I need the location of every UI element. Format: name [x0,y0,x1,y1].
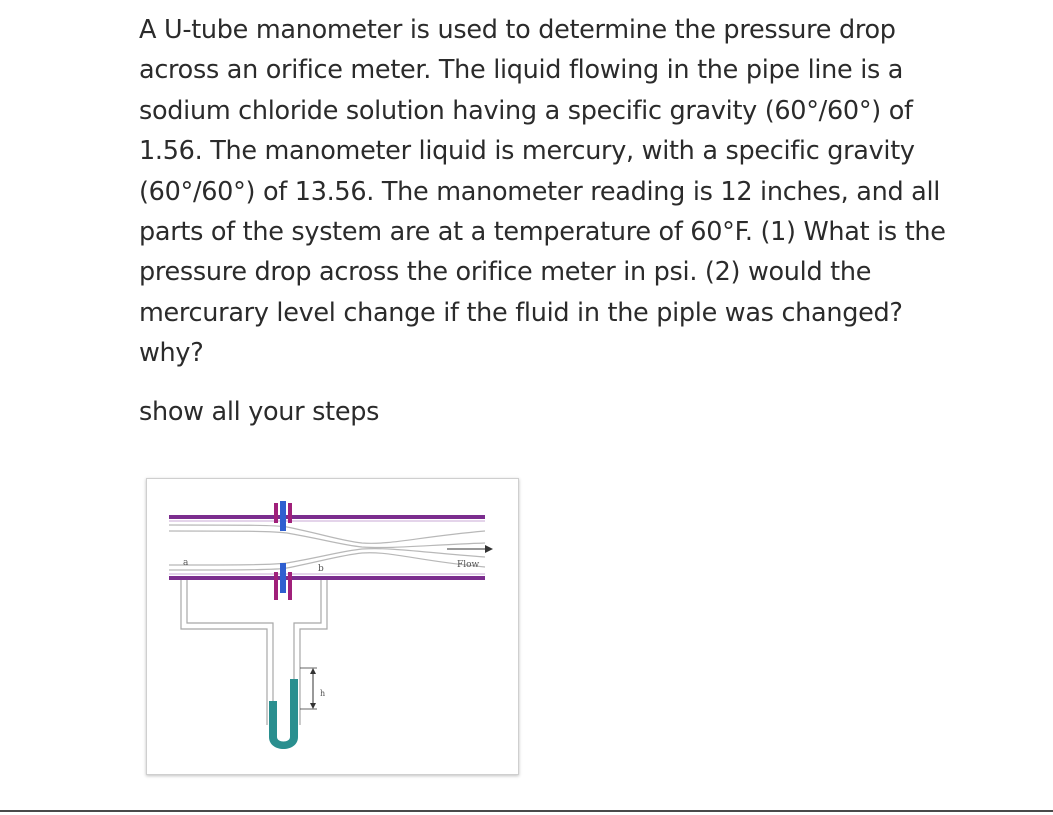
flow-arrow [447,545,493,553]
bottom-divider [0,810,1053,812]
label-tap-b: b [318,564,324,574]
question-line: across an orifice meter. The liquid flow… [139,55,904,86]
tubing-left-inner [186,580,274,725]
flow-arrow-head [485,545,493,553]
orifice-plate [274,501,292,600]
manometer-tubing [180,580,328,725]
height-dimension [300,667,317,710]
tubing-right-outer [299,580,328,725]
flange-top-left [274,503,278,523]
streamlines [168,524,486,571]
streamline [168,548,486,566]
instructions-text: show all your steps [139,397,380,427]
pipe-bottom-wall [169,576,485,580]
mercury-fill [269,679,298,749]
height-arrow-down [310,703,316,709]
streamline [168,552,486,571]
label-height: h [320,689,325,698]
question-line: A U-tube manometer is used to determine … [139,15,896,45]
question-line: mercurary level change if the fluid in t… [139,297,903,328]
streamline [168,530,486,549]
flange-bottom-right [288,572,292,600]
orifice-plate-top [280,501,286,531]
pipe-top-wall [169,515,485,519]
flange-bottom-left [274,572,278,600]
question-line: sodium chloride solution having a specif… [139,95,913,126]
label-tap-a: a [183,558,189,568]
streamline [168,524,486,544]
question-line: (60°/60°) of 13.56. The manometer readin… [139,176,941,207]
tubing-right-inner [293,580,322,725]
orifice-plate-bottom [280,563,286,593]
label-flow: Flow [457,560,480,570]
height-arrow-up [310,668,316,674]
tubing-left-outer [180,580,268,725]
question-line: pressure drop across the orifice meter i… [139,257,872,288]
manometer-diagram: a b Flow h [146,478,519,775]
pipe [169,515,485,580]
manometer-drawing: a b Flow h [168,501,493,749]
question-line: 1.56. The manometer liquid is mercury, w… [139,136,915,167]
u-tube-mercury [269,679,298,749]
question-line: parts of the system are at a temperature… [139,217,946,248]
question-text: A U-tube manometer is used to determine … [139,10,1039,374]
question-line: why? [139,338,204,369]
flange-top-right [288,503,292,523]
